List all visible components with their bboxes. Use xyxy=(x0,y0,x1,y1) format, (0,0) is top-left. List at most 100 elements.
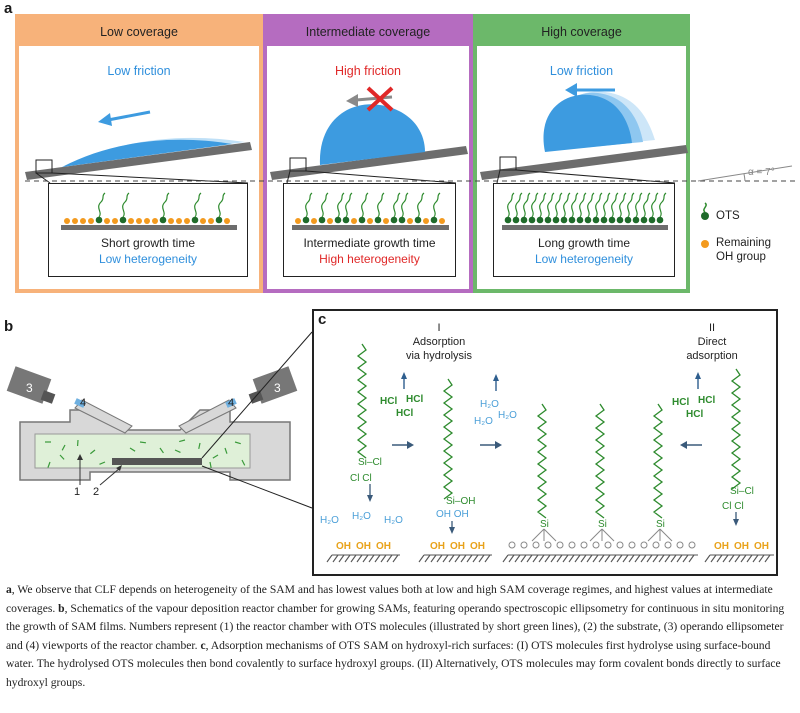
substrate-hatch xyxy=(652,554,659,563)
alkyl-chain xyxy=(442,378,454,500)
oh-group xyxy=(383,218,389,224)
oh-group xyxy=(311,218,317,224)
ots-chain xyxy=(651,192,659,218)
si-o-bond xyxy=(543,528,557,542)
panel-c-letter: c xyxy=(318,311,327,328)
ots-molecule-dash xyxy=(129,447,136,452)
alkyl-chain xyxy=(730,368,742,490)
substrate-hatch xyxy=(586,554,593,563)
ots-headgroup xyxy=(656,216,664,224)
oh-group xyxy=(351,218,357,224)
substrate-hatch xyxy=(550,554,557,563)
substrate-hatch xyxy=(532,554,539,563)
substrate-hatch xyxy=(688,554,695,563)
substrate-hatch xyxy=(758,554,765,563)
ots-chain xyxy=(635,192,643,218)
substrate-hatch xyxy=(350,554,357,563)
substrate-hatch xyxy=(478,554,485,563)
bonded-si-labels: Si Si Si xyxy=(540,519,665,530)
ots-headgroup xyxy=(318,216,326,224)
panel-a-letter: a xyxy=(4,0,13,17)
water-out-1: H₂O xyxy=(480,399,499,410)
mol2-sioh: Si–OH xyxy=(446,496,475,507)
oh-group xyxy=(112,218,118,224)
ots-chain xyxy=(305,192,313,218)
substrate-hatch xyxy=(448,554,455,563)
ots-chain xyxy=(393,192,401,218)
substrate-hatch xyxy=(418,554,425,563)
high-coverage-title: High coverage xyxy=(477,18,686,46)
low-heterogeneity-label-high: Low heterogeneity xyxy=(534,252,634,266)
caption-b-letter: b xyxy=(58,601,65,615)
ots-headgroup xyxy=(632,216,640,224)
legend-oh-line1: Remaining xyxy=(716,237,771,249)
ots-molecule-dash xyxy=(89,449,96,455)
ots-chain xyxy=(555,192,563,218)
low-coverage-title: Low coverage xyxy=(19,18,259,46)
oh-group xyxy=(144,218,150,224)
substrate-hatch xyxy=(710,554,717,563)
ots-chain xyxy=(507,192,515,218)
intermediate-coverage-title: Intermediate coverage xyxy=(267,18,469,46)
ots-chain xyxy=(619,192,627,218)
panel-b-letter: b xyxy=(4,318,14,335)
ots-headgroup xyxy=(536,216,544,224)
substrate-hatch xyxy=(326,554,333,563)
substrate-hatch xyxy=(436,554,443,563)
angle-label: α = 7° xyxy=(748,167,775,178)
substrate-hatch xyxy=(604,554,611,563)
tilted-plate-high xyxy=(480,145,688,180)
ots-chain xyxy=(547,192,555,218)
alkyl-chain xyxy=(356,343,368,459)
ellipsometer-right xyxy=(248,366,298,404)
ots-chain xyxy=(417,192,425,218)
hcl-2: HCl xyxy=(406,394,423,405)
oh-group xyxy=(208,218,214,224)
ots-chain xyxy=(337,192,345,218)
panel-c-frame xyxy=(312,309,778,576)
substrate-hatch xyxy=(634,554,641,563)
surface-oxygen xyxy=(556,541,564,549)
substrate-hatch xyxy=(676,554,683,563)
substrate-hatch xyxy=(460,554,467,563)
mol2-ohoh: OH OH xyxy=(436,509,469,520)
tilted-plate-low xyxy=(25,142,252,180)
si-o-bond xyxy=(647,528,661,542)
ots-chain xyxy=(643,192,651,218)
droplet-high xyxy=(543,91,655,152)
surface-oxygen xyxy=(664,541,672,549)
svg-text:OH: OH xyxy=(336,541,351,552)
oh-group xyxy=(104,218,110,224)
substrate-hatch xyxy=(430,554,437,563)
svg-text:Si: Si xyxy=(656,519,665,530)
route-2-number: II xyxy=(709,322,715,334)
oh-group xyxy=(136,218,142,224)
alkyl-chain xyxy=(536,403,548,519)
substrate-hatch xyxy=(526,554,533,563)
ots-chain xyxy=(321,192,329,218)
ots-headgroup xyxy=(616,216,624,224)
inset-low-surface xyxy=(61,192,237,230)
legend-oh-line2: OH group xyxy=(716,251,766,263)
droplet-intermediate xyxy=(319,104,425,165)
substrate-hatch xyxy=(640,554,647,563)
substrate-hatch xyxy=(454,554,461,563)
surface-oxygen xyxy=(616,541,624,549)
ots-headgroup xyxy=(215,216,223,224)
substrate-hatch xyxy=(502,554,509,563)
ots-chain xyxy=(98,192,106,218)
low-friction-label: Low friction xyxy=(107,64,171,78)
caption-a-text: , We observe that CLF depends on heterog… xyxy=(6,583,773,615)
substrate-hatch xyxy=(544,554,551,563)
ots-headgroup xyxy=(374,216,382,224)
ots-molecule-dash xyxy=(139,441,147,444)
substrate-hatch xyxy=(568,554,575,563)
substrate-hatch xyxy=(598,554,605,563)
ots-chain xyxy=(659,192,667,218)
ots-molecule-dash xyxy=(159,447,164,454)
svg-text:OH: OH xyxy=(734,541,749,552)
ellipsometer-left xyxy=(6,366,56,404)
surface-oxygen xyxy=(628,541,636,549)
ots-headgroup xyxy=(159,216,167,224)
ots-chain xyxy=(122,192,130,218)
